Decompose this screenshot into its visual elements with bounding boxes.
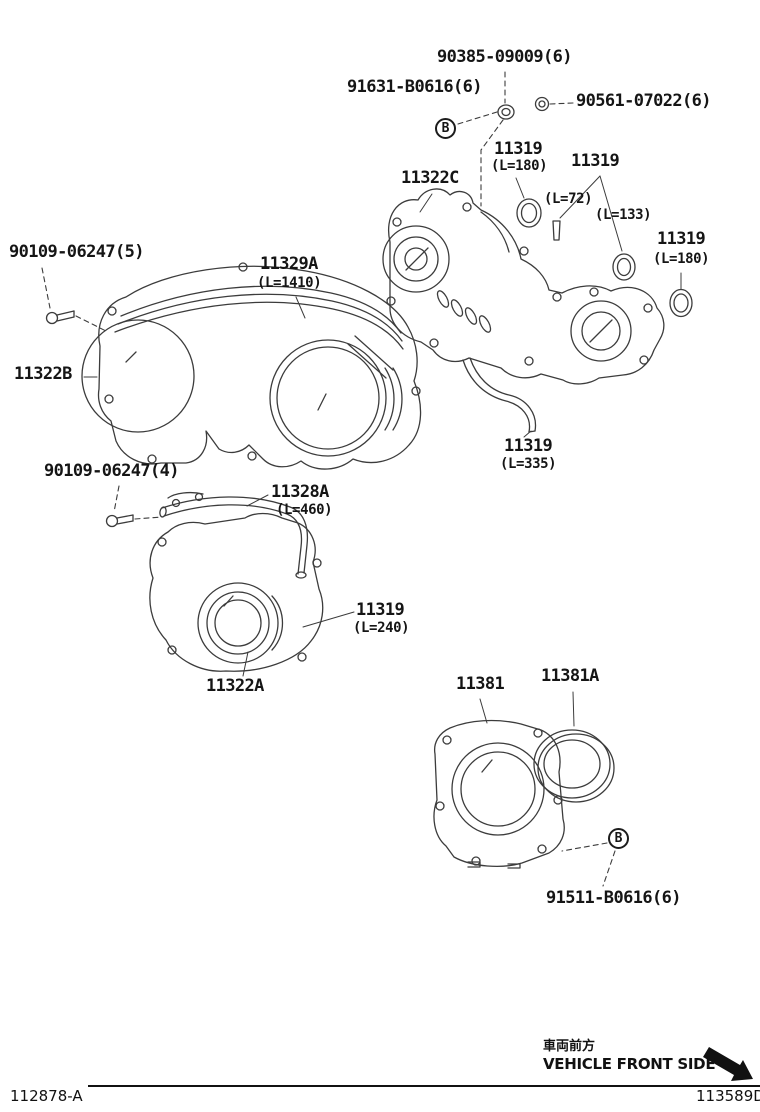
mount-bolt-4-drawing: [105, 514, 134, 528]
length-label-l240: (L=240): [353, 620, 410, 636]
length-label-l1410: (L=1410): [257, 275, 322, 291]
length-label-l335: (L=335): [500, 456, 557, 472]
length-label-l133: (L=133): [595, 207, 652, 223]
timing-belt-cover-lower-drawing: [149, 491, 324, 672]
part-label-11322a: 11322A: [206, 676, 264, 696]
length-label-l180-b: (L=180): [653, 251, 710, 267]
timing-belt-cover-upper-drawing: [81, 262, 422, 470]
length-label-l460: (L=460): [276, 502, 333, 518]
part-label-11319-d: 11319: [356, 600, 405, 620]
part-label-11381a: 11381A: [541, 666, 599, 686]
part-label-11329a: 11329A: [260, 254, 318, 274]
part-label-11328a: 11328A: [271, 482, 329, 502]
length-label-l180-a: (L=180): [491, 158, 548, 174]
part-label-11381: 11381: [456, 674, 505, 694]
camshaft-seals-drawing: [516, 198, 693, 318]
length-label-l72: (L=72): [544, 191, 593, 207]
part-label-11319-a: 11319: [494, 139, 543, 159]
part-label-90561-07022: 90561-07022(6): [576, 91, 711, 111]
part-label-90109-06247-5: 90109-06247(5): [9, 242, 144, 262]
part-label-11319-group: 11319: [571, 151, 620, 171]
rear-oil-seal-retainer-drawing: [433, 719, 565, 869]
mount-bolt-5-drawing: [45, 310, 75, 325]
rear-oil-seal-drawing: [533, 729, 615, 803]
part-label-11322c: 11322C: [401, 168, 459, 188]
vehicle-front-label-jp: 車両前方: [543, 1039, 596, 1054]
leader-lines: [83, 175, 682, 727]
part-label-91511-b0616: 91511-B0616(6): [546, 888, 681, 908]
part-label-90109-06247-4: 90109-06247(4): [44, 461, 179, 481]
doc-code-left: 112878-A: [10, 1087, 83, 1105]
part-label-90385-09009: 90385-09009(6): [437, 47, 572, 67]
top-fasteners-drawing: [497, 96, 550, 120]
timing-cover-rear-drawing: [382, 188, 665, 433]
vehicle-front-arrow: [703, 1047, 753, 1081]
b-marker-top: B: [435, 118, 456, 139]
part-label-11319-c: 11319: [504, 436, 553, 456]
b-marker-bottom: B: [608, 828, 629, 849]
vehicle-front-label-en: VEHICLE FRONT SIDE: [543, 1055, 716, 1073]
part-label-91631-b0616: 91631-B0616(6): [347, 77, 482, 97]
dashed-leader-lines: [41, 71, 616, 887]
doc-code-right: 113589D: [696, 1087, 760, 1105]
part-label-11322b: 11322B: [14, 364, 72, 384]
part-label-11319-b: 11319: [657, 229, 706, 249]
